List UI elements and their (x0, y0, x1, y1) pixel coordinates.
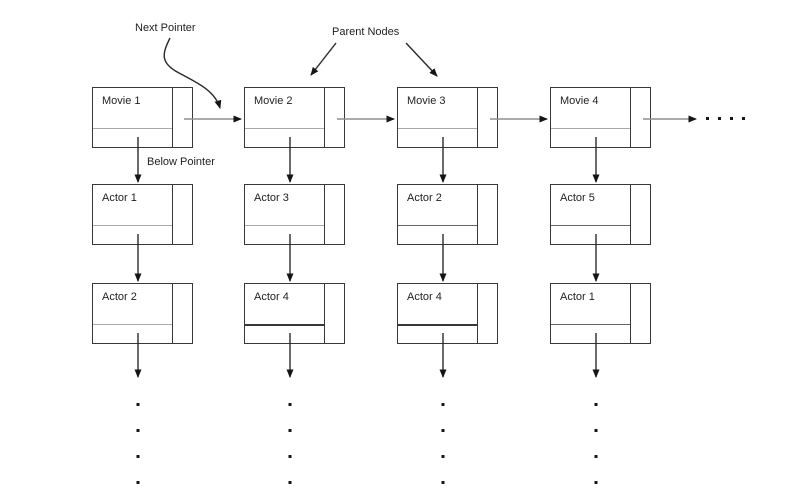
below-pointer-cell-divider (245, 128, 324, 129)
node-label: Actor 1 (102, 192, 137, 204)
below-pointer-cell-divider (93, 128, 172, 129)
below-pointer-cell-divider (551, 324, 630, 325)
next-pointer-cell-divider (324, 284, 325, 343)
parent-nodes-arrow-movie2 (310, 42, 337, 76)
next-pointer-cell-divider (324, 185, 325, 244)
node-label: Movie 4 (560, 95, 599, 107)
below-pointer-cell-divider (398, 128, 477, 129)
node-label: Actor 1 (560, 291, 595, 303)
next-pointer-cell-divider (172, 185, 173, 244)
next-pointer-cell-divider (477, 88, 478, 147)
node-label: Movie 3 (407, 95, 446, 107)
next-pointer-cell-divider (630, 185, 631, 244)
node-label: Actor 4 (254, 291, 289, 303)
node-label: Movie 2 (254, 95, 293, 107)
below-pointer-cell-divider (93, 324, 172, 325)
movie-node-4: Movie 4 (550, 87, 651, 148)
next-pointer-cell-divider (477, 284, 478, 343)
node-label: Movie 1 (102, 95, 141, 107)
parent-nodes-label: Parent Nodes (332, 26, 400, 38)
next-pointer-cell-divider (630, 88, 631, 147)
actor-node-col3-level1: Actor 2 (397, 184, 498, 245)
actor-node-col1-level1: Actor 1 (92, 184, 193, 245)
below-pointer-cell-divider (398, 324, 477, 326)
actor-node-col1-level2: Actor 2 (92, 283, 193, 344)
node-label: Actor 2 (102, 291, 137, 303)
below-pointer-cell-divider (245, 324, 324, 326)
next-pointer-cell-divider (324, 88, 325, 147)
next-pointer-label: Next Pointer (135, 22, 196, 34)
movie-node-1: Movie 1 (92, 87, 193, 148)
parent-nodes-arrow-movie3 (405, 42, 438, 77)
actor-node-col2-level1: Actor 3 (244, 184, 345, 245)
movie-node-2: Movie 2 (244, 87, 345, 148)
below-pointer-label: Below Pointer (147, 156, 215, 168)
next-pointer-cell-divider (477, 185, 478, 244)
actor-node-col4-level2: Actor 1 (550, 283, 651, 344)
below-pointer-cell-divider (93, 225, 172, 226)
below-pointer-cell-divider (551, 225, 630, 226)
next-pointer-cell-divider (172, 284, 173, 343)
node-label: Actor 4 (407, 291, 442, 303)
actor-node-col4-level1: Actor 5 (550, 184, 651, 245)
node-label: Actor 2 (407, 192, 442, 204)
actor-node-col2-level2: Actor 4 (244, 283, 345, 344)
below-pointer-cell-divider (245, 225, 324, 226)
next-pointer-cell-divider (172, 88, 173, 147)
horizontal-ellipsis-dots (706, 117, 745, 120)
vertical-ellipsis-dots (136, 403, 598, 484)
actor-node-col3-level2: Actor 4 (397, 283, 498, 344)
below-pointer-cell-divider (398, 225, 477, 226)
next-pointer-cell-divider (630, 284, 631, 343)
below-pointer-cell-divider (551, 128, 630, 129)
movie-node-3: Movie 3 (397, 87, 498, 148)
node-label: Actor 3 (254, 192, 289, 204)
node-label: Actor 5 (560, 192, 595, 204)
